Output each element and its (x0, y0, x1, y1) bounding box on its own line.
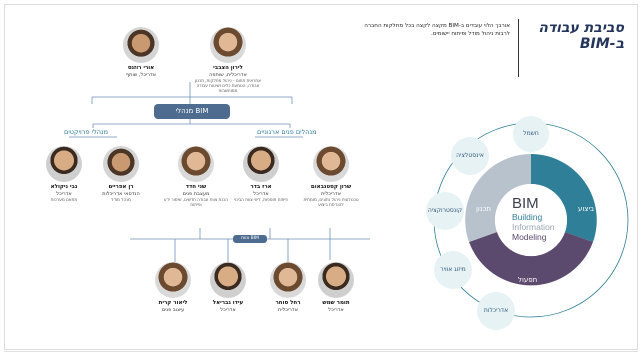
person-role: אדריכל (56, 190, 72, 197)
person-name: תומר שמש (322, 300, 350, 306)
person-sharon: שרון קסטנבאום אדריכלית טכנולוגית ניהול נ… (298, 146, 364, 207)
avatar (46, 146, 82, 182)
bubble-label: אדריכלות (483, 307, 509, 314)
bim-team-box: צוות BIM (233, 235, 267, 243)
person-name: לירון הצבבי (213, 65, 243, 71)
person-role: אדריכל (220, 306, 236, 313)
person-role: עיצוב פנים (161, 306, 185, 313)
person-name: גבי ניקולא (50, 184, 78, 190)
person-role: הנדסאי אדריכלות (102, 190, 140, 197)
bim-logo: BIM Building Information Modeling (512, 195, 582, 243)
avatar (210, 262, 246, 298)
person-name: רן אפריים (108, 184, 134, 190)
person-uri: אורי רוזנס אדריכל, שותף (108, 27, 174, 78)
person-desc: מנהל מודל (111, 196, 131, 202)
person-ido: עידו גבריאל אדריכל (195, 262, 261, 313)
wheel-center (495, 184, 567, 256)
segment-label-design: תכנון (476, 205, 491, 213)
avatar (270, 262, 306, 298)
avatar (155, 262, 191, 298)
person-ran: רן אפריים הנדסאי אדריכלות מנהל מודל (88, 146, 154, 202)
person-name: רחל סוחר (275, 300, 301, 306)
person-role: אדריכלית, שותפה (209, 71, 247, 78)
person-desc: אחראית תחום - ניהול מחלקות, תכנון עבודה,… (195, 77, 261, 93)
bubble-plumbing (451, 137, 489, 175)
segment-label-execution: ביצוע (578, 205, 595, 213)
title-divider (518, 19, 519, 77)
avatar (103, 146, 139, 182)
person-erez: ארז בדר אדריכל פיתוח תוספות, ליווי צוות … (228, 146, 294, 202)
person-lior: ליאור קרית עיצוב פנים (140, 262, 206, 313)
person-gabi: גבי ניקולא אדריכל מתאם מערכות (31, 146, 97, 202)
bim-logo-line-3: Modeling (512, 232, 547, 242)
person-name: ליאור קרית (158, 300, 188, 306)
bim-logo-line-1: Building (512, 212, 543, 222)
person-liron: לירון הצבבי אדריכלית, שותפה אחראית תחום … (195, 27, 261, 93)
group-internal-label: מנהלים פנים ארגוניים (257, 128, 317, 136)
bubble-label: אינסטלציה (456, 152, 484, 159)
person-role: אדריכלית (321, 190, 341, 197)
avatar (123, 27, 159, 63)
bubble-architecture (477, 292, 515, 330)
page-title: סביבת עבודה ב-BIM (538, 20, 624, 52)
intro-text: אורבך הלוי עובדים ב-BIM מקצה לקצה בכל מח… (364, 23, 510, 37)
person-desc: הכנת צוות עבודה חדשים, שימור ידע ופיתוח (164, 196, 228, 207)
group-projects-label: מנהלי פרויקטים (64, 128, 109, 136)
person-role: אדריכלית (278, 306, 298, 313)
person-name: עידו גבריאל (212, 300, 244, 306)
slide-frame (4, 4, 638, 350)
person-shani: שני חדד מעצבת פנים הכנת צוות עבודה חדשים… (163, 146, 229, 207)
bim-logo-line-2: Information (512, 222, 555, 232)
person-desc: טכנולוגית ניהול נתונים, מומחית להנדסת בי… (303, 196, 359, 207)
person-role: מעצבת פנים (182, 190, 210, 197)
bim-logo-title: BIM (512, 195, 539, 212)
avatar (313, 146, 349, 182)
avatar (318, 262, 354, 298)
segment-execution (531, 154, 597, 242)
person-name: אורי רוזנס (127, 65, 155, 71)
person-name: שרון קסטנבאום (310, 184, 352, 190)
person-role: אדריכל (328, 306, 344, 313)
person-name: שני חדד (185, 184, 207, 190)
person-rachel: רחל סוחר אדריכלית (255, 262, 321, 313)
bim-managers-box: מנהלי BIM (154, 104, 230, 119)
person-tomer: תומר שמש אדריכל (303, 262, 369, 313)
bubble-hvac (434, 251, 472, 289)
bubble-label: חשמל (523, 130, 539, 137)
person-desc: מתאם מערכות (50, 196, 78, 202)
segment-label-operation: תפעול (518, 276, 538, 284)
person-desc: פיתוח תוספות, ליווי צוות הבינוי (234, 196, 288, 202)
avatar (178, 146, 214, 182)
person-name: ארז בדר (250, 184, 272, 190)
bubble-electric (513, 116, 549, 152)
person-role: אדריכל (253, 190, 269, 197)
bubble-structure (426, 192, 464, 230)
avatar (210, 27, 246, 63)
person-role: אדריכל, שותף (125, 71, 157, 78)
segment-operation (469, 232, 593, 286)
segment-design (465, 154, 531, 242)
bubble-label: קונסטרוקציה (427, 207, 463, 214)
bubble-label: מיזוג אוויר (440, 266, 466, 273)
footer-divider (4, 351, 638, 352)
avatar (243, 146, 279, 182)
